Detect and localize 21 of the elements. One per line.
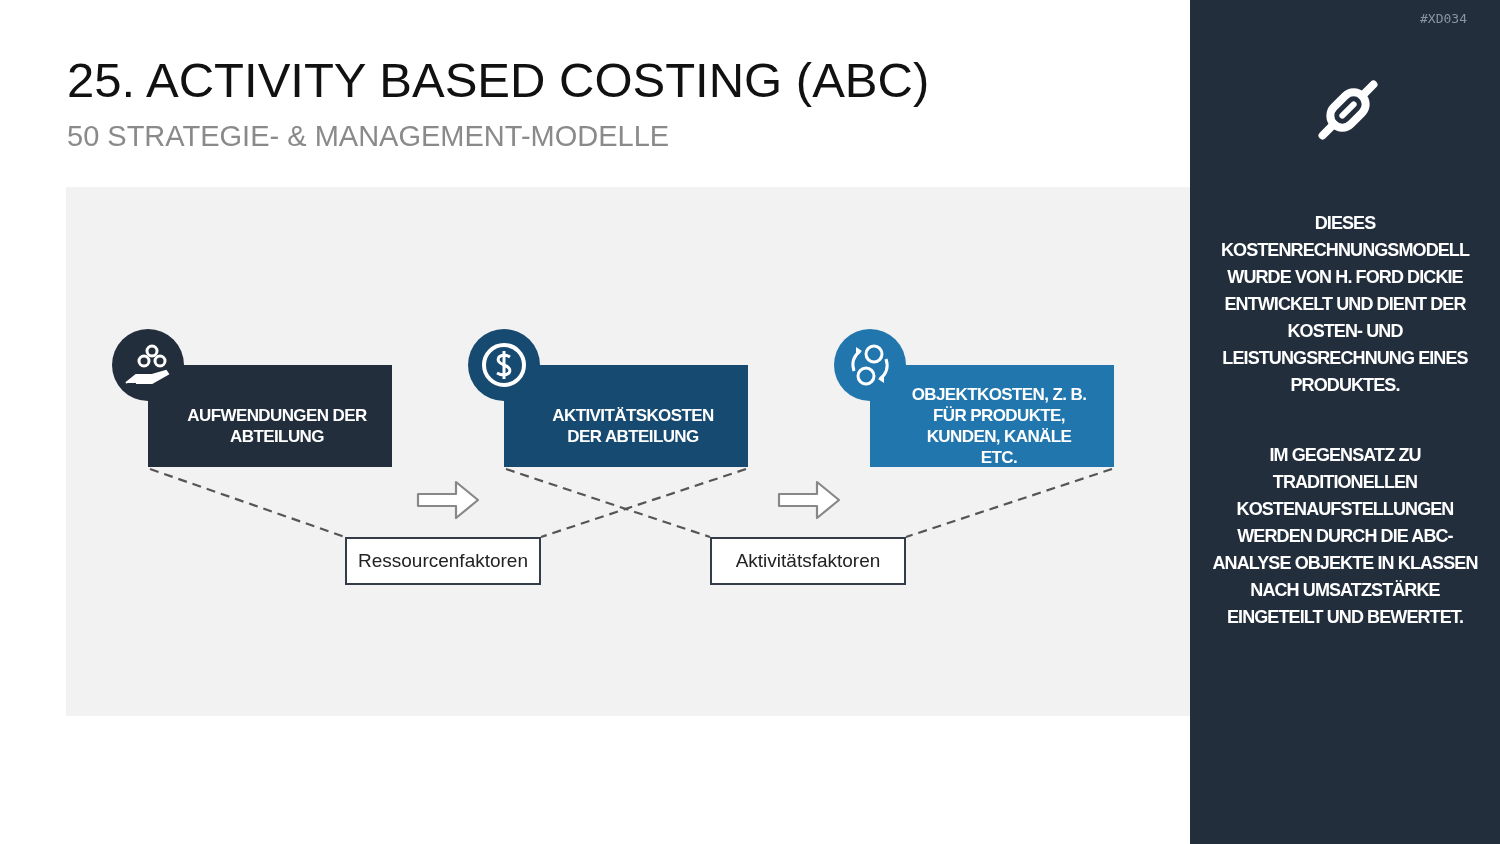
cost-box bbox=[504, 365, 748, 467]
text-line: AKTIVITÄTSKOSTEN DER ABTEILUNG bbox=[551, 405, 715, 447]
text-line: OBJEKTKOSTEN, Z. B. FÜR PRODUKTE, KUNDEN, KANÄLE ETC. bbox=[910, 384, 1088, 468]
cost-box bbox=[870, 365, 1114, 467]
text-line: AUFWENDUNGEN DER ABTEILUNG bbox=[187, 405, 367, 447]
outline-arrow bbox=[777, 480, 841, 520]
slide-code: #XD034 bbox=[1420, 11, 1467, 26]
text-line: Aktivitätsfaktoren bbox=[735, 550, 881, 572]
cost-box bbox=[148, 365, 392, 467]
dashed-connector bbox=[540, 467, 747, 539]
title: 25. ACTIVITY BASED COSTING (ABC) bbox=[67, 52, 930, 108]
factor-box bbox=[345, 537, 541, 585]
side-paragraph: IM GEGENSATZ ZU TRADITIONELLEN KOSTENAUFSTELLUNGEN WERDEN DURCH DIE ABC-ANALYSE OBJEKTE IN KLASSEN NACH UMSATZSTÄRKE EINGETEILT UND BEWERTET. bbox=[1211, 444, 1479, 629]
outline-arrow bbox=[416, 480, 480, 520]
dashed-connector bbox=[905, 467, 1113, 539]
subtitle: 50 STRATEGIE- & MANAGEMENT-MODELLE bbox=[67, 120, 670, 153]
dashed-connector bbox=[505, 467, 711, 539]
factor-box bbox=[710, 537, 906, 585]
text-line: Ressourcenfaktoren bbox=[357, 550, 528, 572]
dashed-connector bbox=[149, 467, 346, 539]
side-paragraph: DIESES KOSTENRECHNUNGSMODELL WURDE VON H. FORD DICKIE ENTWICKELT UND DIENT DER KOSTEN- UND LEISTUNGSRECHNUNG EINES PRODUKTES. bbox=[1219, 212, 1471, 397]
